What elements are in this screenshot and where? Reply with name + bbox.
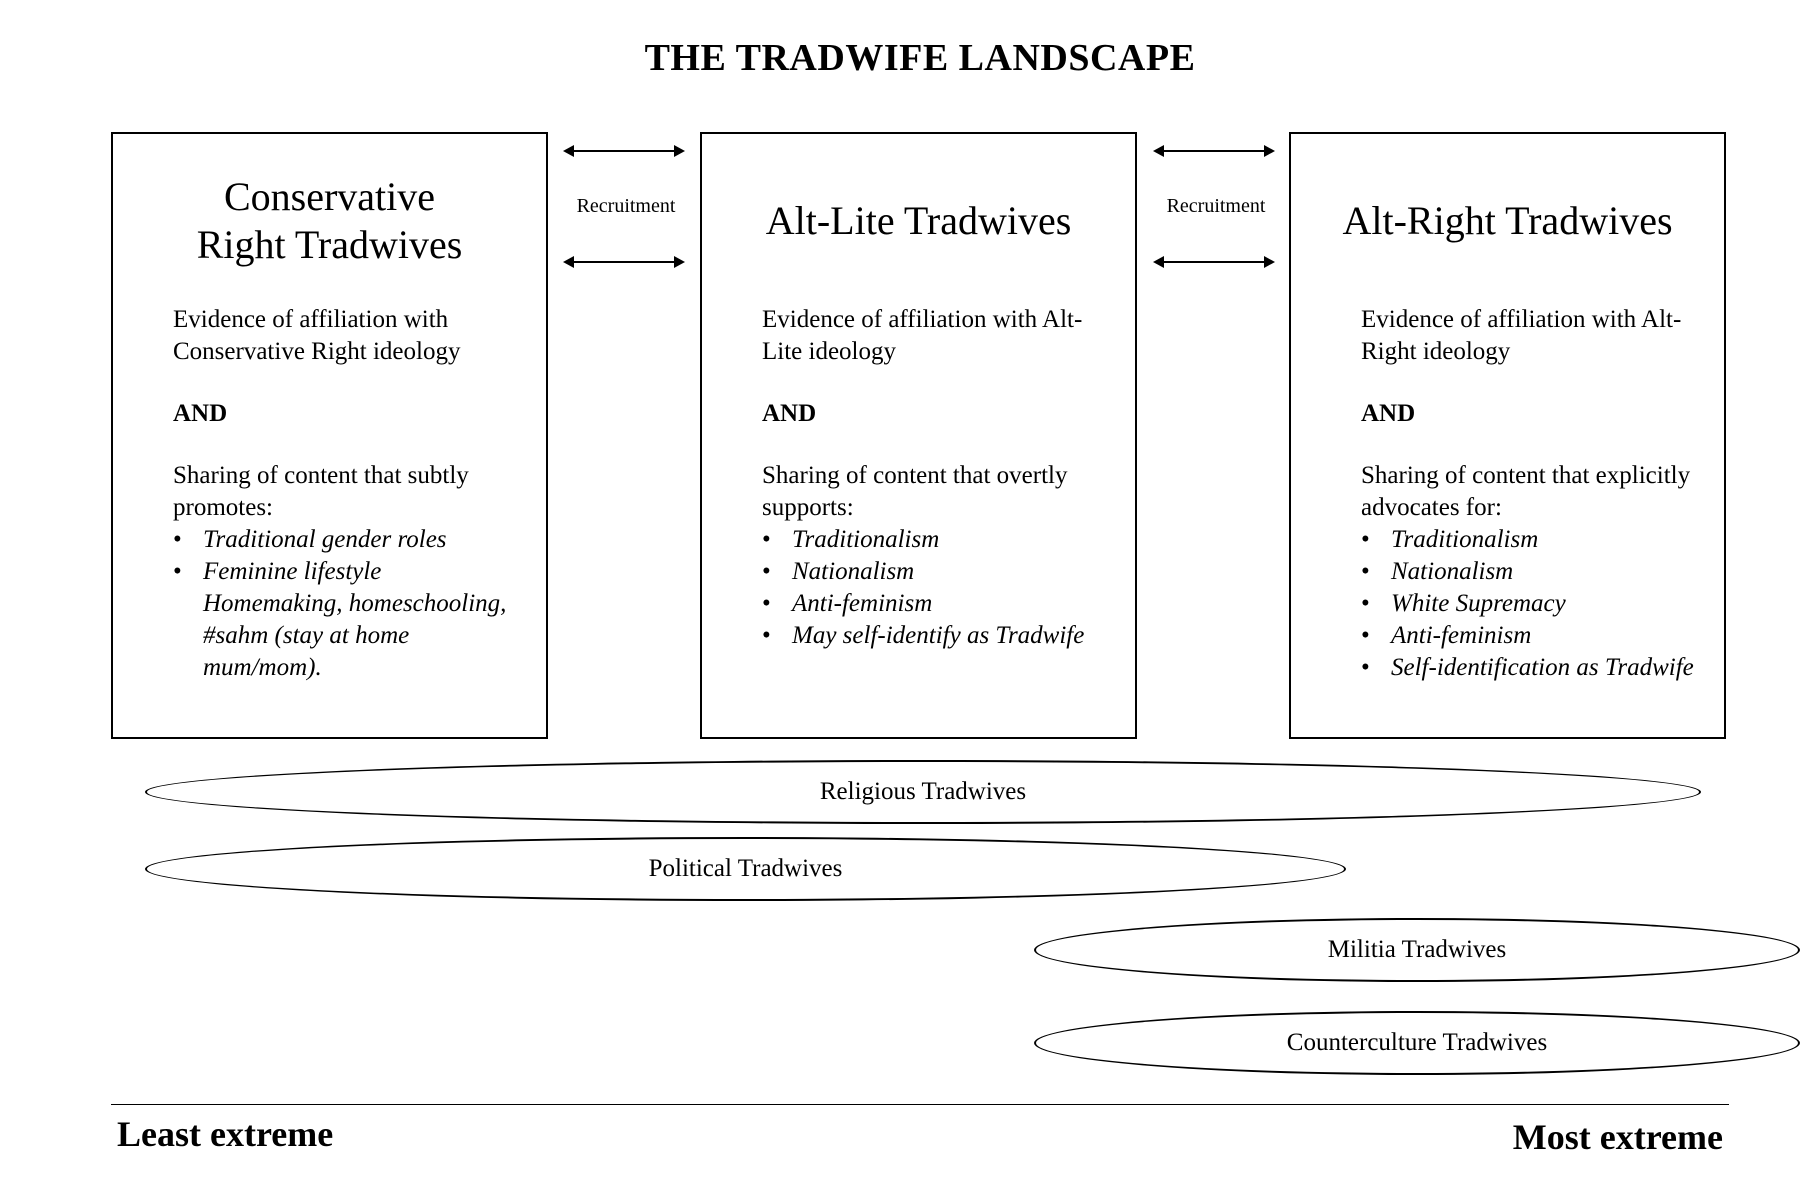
axis-label-most-extreme: Most extreme [1512, 1117, 1723, 1157]
recruitment-label: Recruitment [576, 195, 676, 217]
and-label: AND [762, 400, 817, 427]
bullet-item: Nationalism [762, 556, 1111, 588]
ellipse-label: Militia Tradwives [1327, 936, 1507, 963]
sharing-text: Sharing of content that subtly promotes: [173, 462, 469, 521]
bullet-item-continuation: Homemaking, homeschooling, #sahm (stay a… [203, 590, 507, 681]
double-arrow-icon [1153, 256, 1275, 268]
ellipse-label: Religious Tradwives [819, 778, 1027, 805]
box-body: Evidence of affiliation with Alt-Right i… [1361, 304, 1700, 684]
axis-label-least-extreme: Least extreme [117, 1114, 334, 1154]
double-arrow-icon [563, 145, 685, 157]
ellipse-religious-tradwives: Religious Tradwives [145, 760, 1701, 824]
bullet-item: Anti-feminism [762, 588, 1111, 620]
diagram-title: THE TRADWIFE LANDSCAPE [644, 37, 1196, 79]
box-heading: Alt-Lite Tradwives [765, 198, 1072, 243]
bullet-list: Traditional gender roles Feminine lifest… [173, 524, 522, 684]
double-arrow-icon [1153, 145, 1275, 157]
bullet-item: Feminine lifestyle [173, 556, 522, 588]
recruitment-label: Recruitment [1166, 195, 1266, 217]
evidence-text: Evidence of affiliation with Conservativ… [173, 306, 461, 365]
bullet-item: May self-identify as Tradwife [762, 620, 1111, 652]
bullet-list: Traditionalism Nationalism Anti-feminism… [762, 524, 1111, 652]
box-alt-lite: Alt-Lite Tradwives Evidence of affiliati… [700, 132, 1137, 739]
ellipse-militia-tradwives: Militia Tradwives [1034, 918, 1800, 982]
bullet-item: White Supremacy [1361, 588, 1700, 620]
box-conservative-right: Conservative Right Tradwives Evidence of… [111, 132, 548, 739]
and-label: AND [173, 400, 228, 427]
bullet-item: Self-identification as Tradwife [1361, 652, 1700, 684]
ellipse-label: Political Tradwives [648, 855, 843, 882]
box-body: Evidence of affiliation with Conservativ… [173, 304, 522, 684]
evidence-text: Evidence of affiliation with Alt-Right i… [1361, 306, 1682, 365]
sharing-text: Sharing of content that explicitly advoc… [1361, 462, 1691, 521]
box-body: Evidence of affiliation with Alt-Lite id… [762, 304, 1111, 652]
bullet-item: Anti-feminism [1361, 620, 1700, 652]
box-alt-right: Alt-Right Tradwives Evidence of affiliat… [1289, 132, 1726, 739]
bullet-item: Traditionalism [762, 524, 1111, 556]
bullet-item: Traditional gender roles [173, 524, 522, 556]
and-label: AND [1361, 400, 1416, 427]
double-arrow-icon [563, 256, 685, 268]
ellipse-political-tradwives: Political Tradwives [145, 837, 1346, 901]
box-heading: Conservative Right Tradwives [196, 174, 463, 267]
bullet-item: Traditionalism [1361, 524, 1700, 556]
bullet-item: Nationalism [1361, 556, 1700, 588]
extremism-axis-line [111, 1104, 1729, 1105]
bullet-list: Traditionalism Nationalism White Suprema… [1361, 524, 1700, 684]
evidence-text: Evidence of affiliation with Alt-Lite id… [762, 306, 1083, 365]
ellipse-label: Counterculture Tradwives [1286, 1029, 1548, 1056]
sharing-text: Sharing of content that overtly supports… [762, 462, 1068, 521]
ellipse-counterculture-tradwives: Counterculture Tradwives [1034, 1011, 1800, 1075]
box-heading: Alt-Right Tradwives [1342, 198, 1673, 243]
